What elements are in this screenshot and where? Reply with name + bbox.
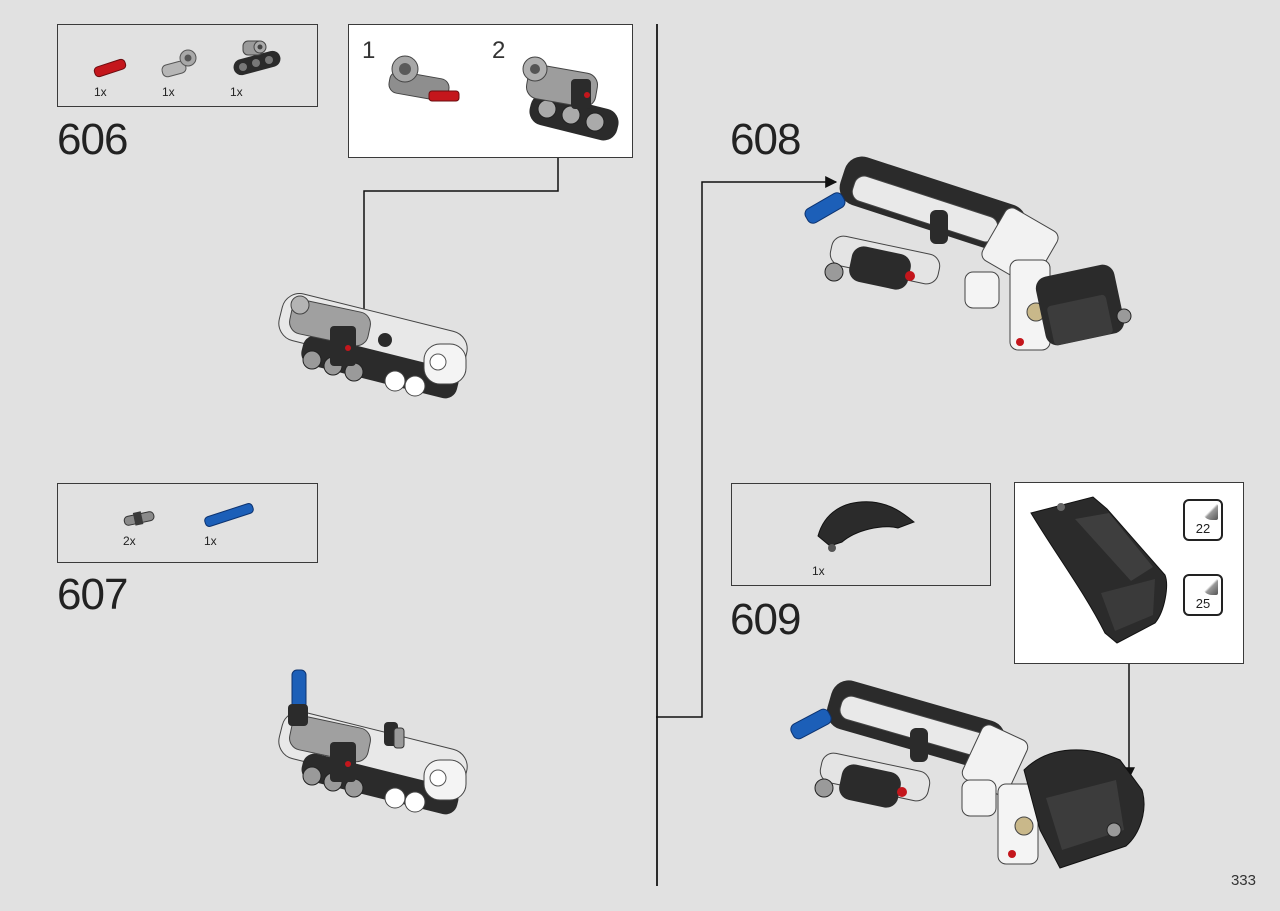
subassembly-icons-606 <box>388 55 619 141</box>
step-number-606: 606 <box>57 115 128 164</box>
step-608-model-icon <box>804 156 1132 351</box>
sticker-number-22: 22 <box>1195 521 1211 536</box>
parts-icons-606 <box>93 40 281 78</box>
black-curved-panel-icon <box>817 501 915 552</box>
substep-1-assembly-icon <box>388 55 460 102</box>
sticker-22-badge: 22 <box>1183 499 1223 541</box>
step-609-model-icon <box>790 680 1145 869</box>
substep-label-1: 1 <box>362 37 376 64</box>
blue-long-pin-icon <box>204 503 254 527</box>
part-qty-red-axle-pin: 1x <box>94 85 107 99</box>
parts-icons-609 <box>817 501 915 552</box>
subassembly-callout-606: 1 2 <box>348 24 633 158</box>
sticker-number-25: 25 <box>1195 596 1211 611</box>
black-triple-beam-connector-icon <box>233 40 281 76</box>
grey-short-pin-icon <box>123 511 155 526</box>
sticker-peel-icon <box>1202 504 1218 520</box>
grey-angle-connector-icon <box>161 49 197 78</box>
page-divider <box>656 24 658 886</box>
sticker-peel-icon <box>1202 579 1218 595</box>
red-axle-pin-icon <box>93 58 127 78</box>
parts-box-607: 2x 1x <box>57 483 318 563</box>
substep-2-assembly-icon <box>522 56 619 141</box>
step-number-608: 608 <box>730 115 801 164</box>
sticker-panel-icons <box>1030 496 1168 644</box>
substep-label-2: 2 <box>492 37 506 64</box>
part-qty-grey-connector: 1x <box>162 85 175 99</box>
sticker-callout-609: 22 25 <box>1014 482 1244 664</box>
step-606-model-icon <box>278 293 468 399</box>
part-qty-blue-pin: 1x <box>204 534 217 548</box>
part-qty-black-beam: 1x <box>230 85 243 99</box>
step-number-607: 607 <box>57 570 128 619</box>
part-qty-grey-pin: 2x <box>123 534 136 548</box>
parts-icons-607 <box>123 503 254 527</box>
sticker-25-badge: 25 <box>1183 574 1223 616</box>
step-607-model-icon <box>278 669 468 815</box>
page-number: 333 <box>1230 872 1256 889</box>
parts-box-606: 1x 1x 1x <box>57 24 318 107</box>
parts-box-609: 1x <box>731 483 991 586</box>
part-qty-curved-panel: 1x <box>812 564 825 578</box>
curved-panel-with-stickers-icon <box>1030 496 1168 644</box>
step-number-609: 609 <box>730 595 801 644</box>
